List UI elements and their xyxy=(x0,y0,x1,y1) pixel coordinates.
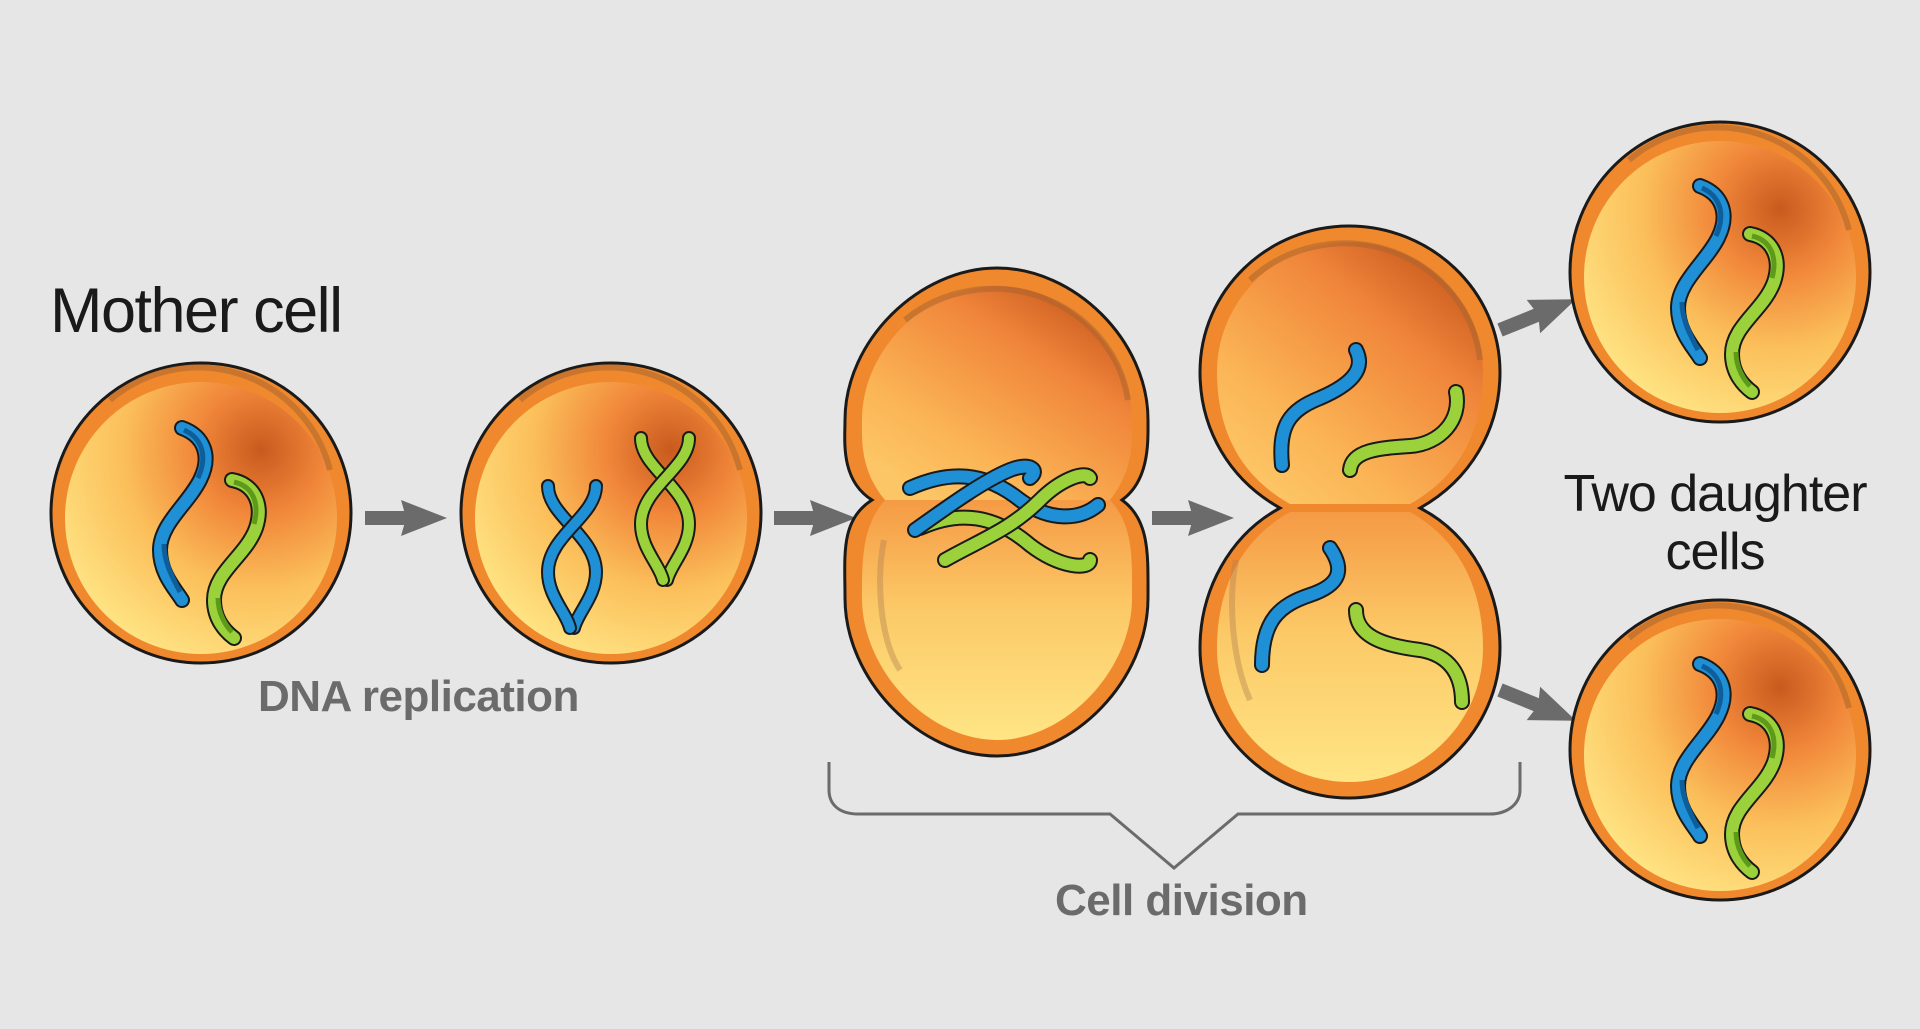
cell-division-bracket xyxy=(827,762,1522,870)
mother-cell-label: Mother cell xyxy=(50,276,343,346)
daughter-cells-label-line2: cells xyxy=(1665,523,1765,581)
arrow-right-icon xyxy=(365,500,447,536)
arrow-right-icon xyxy=(1152,500,1234,536)
dna-tangled-strands xyxy=(902,458,1106,574)
dna-green-strand xyxy=(1344,386,1463,476)
dna-green-strand xyxy=(1350,604,1468,708)
replicated-cell xyxy=(459,361,763,665)
daughter-cells-label: Two daughter cells xyxy=(1545,465,1885,581)
dna-blue-strand xyxy=(1256,542,1345,671)
daughter-cell-bottom xyxy=(1568,598,1872,902)
daughter-cell-top xyxy=(1568,120,1872,424)
mother-cell xyxy=(49,361,353,665)
dna-blue-strand xyxy=(1275,344,1365,471)
daughter-cells-label-line1: Two daughter xyxy=(1563,465,1867,523)
cell-division-label: Cell division xyxy=(1055,876,1308,925)
dna-replication-label: DNA replication xyxy=(258,672,579,721)
dividing-cell xyxy=(843,266,1150,758)
arrow-down-right-icon xyxy=(1493,673,1583,738)
pinching-cell xyxy=(1198,224,1502,800)
arrow-up-right-icon xyxy=(1493,282,1583,347)
arrow-right-icon xyxy=(774,500,856,536)
